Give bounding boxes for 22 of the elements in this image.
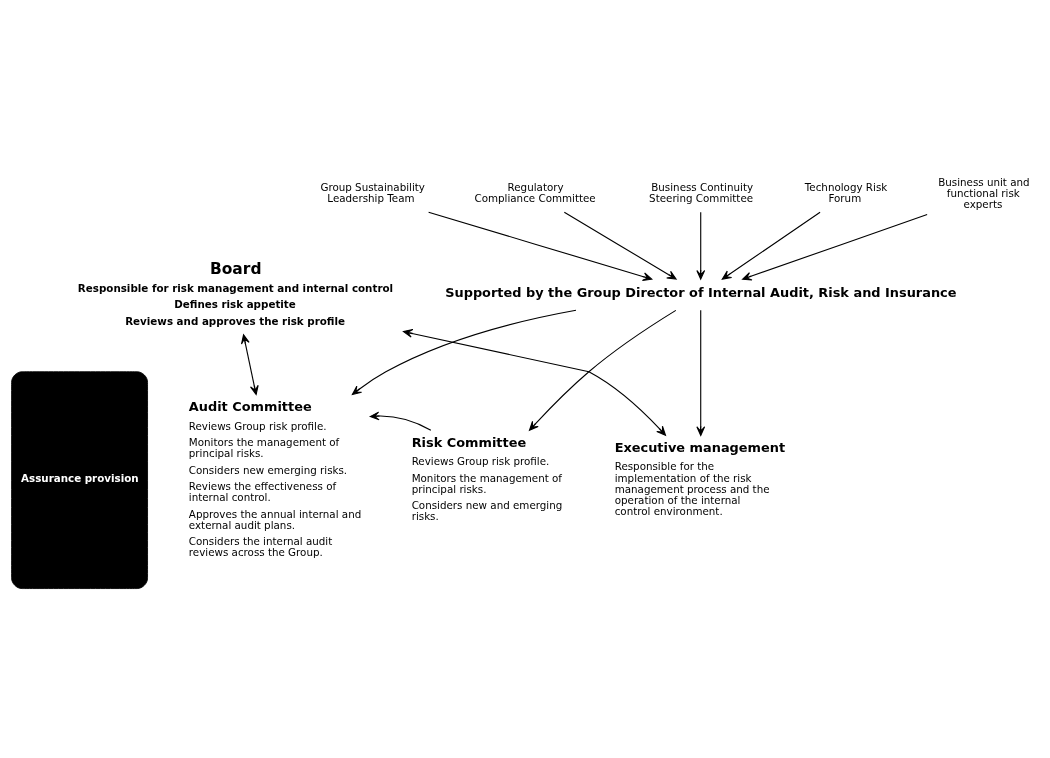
node-text: Regulatory Compliance Committee xyxy=(474,180,596,204)
node-text: Audit Committee Reviews Group risk profile. Monitors the management of principal risks. Considers new emerging risks. Reviews the effectiveness of internal control. Approves the annual internal and external audit plans. Considers the internal audit reviews across the Group. xyxy=(188,398,362,558)
arrow xyxy=(721,211,821,280)
arrow xyxy=(369,411,432,431)
node-text: Business Continuity Steering Committee xyxy=(649,180,754,204)
arrow xyxy=(696,211,706,280)
arrow xyxy=(696,309,706,436)
arrow xyxy=(428,211,653,281)
node-text: Risk Committee Reviews Group risk profile. Monitors the management of principal risks. Considers new and emerging risks. xyxy=(411,434,563,522)
arrow xyxy=(563,211,677,280)
arrow xyxy=(240,333,259,395)
node-box: Assurance provision xyxy=(11,370,148,589)
node-text: Board Responsible for risk management and internal control Defines risk appetite Reviews and approves the risk profile xyxy=(77,259,394,327)
node-text: Business unit and functional risk experts xyxy=(938,175,1030,210)
arrow xyxy=(528,309,677,431)
node-text: Executive management Responsible for the implementation of the risk management process and the operation of the internal control environment. xyxy=(614,439,786,517)
arrow xyxy=(402,328,666,436)
arrow xyxy=(742,213,928,281)
node-text: Supported by the Group Director of Internal Audit, Risk and Insurance xyxy=(445,284,957,300)
node-text: Group Sustainability Leadership Team xyxy=(320,180,425,204)
arrow xyxy=(351,309,577,395)
node-text: Technology Risk Forum xyxy=(804,180,888,204)
